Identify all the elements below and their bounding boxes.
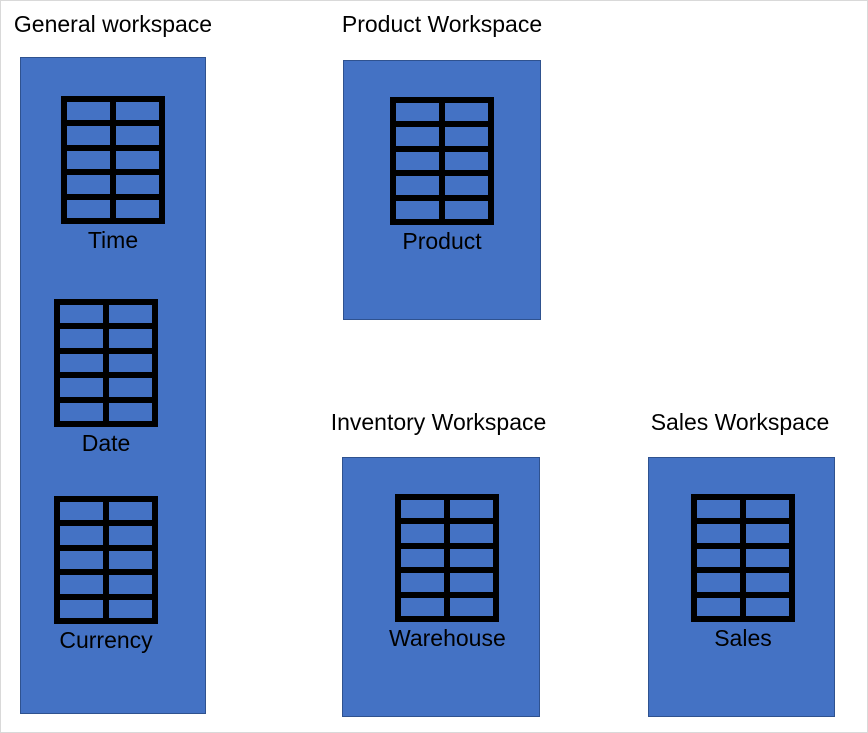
table-cell: [697, 500, 740, 519]
table-icon: [54, 299, 158, 427]
table-cell: [60, 550, 103, 570]
entity-warehouse-label: Warehouse: [389, 625, 506, 651]
table-cell: [109, 575, 152, 594]
workspace-inventory[interactable]: Inventory Workspace Warehouse: [319, 407, 558, 717]
table-cell: [109, 353, 152, 373]
table-cell: [697, 524, 740, 543]
table-cell: [60, 329, 103, 348]
workspace-general-title: General workspace: [13, 11, 213, 37]
table-cell: [445, 176, 488, 195]
table-cell: [116, 102, 159, 121]
table-cell: [60, 305, 103, 324]
table-cell: [445, 200, 488, 219]
entity-date-label: Date: [81, 430, 131, 456]
table-cell: [109, 526, 152, 545]
table-cell: [109, 599, 152, 618]
table-cell: [60, 575, 103, 594]
table-cell: [450, 597, 494, 616]
table-cell: [60, 353, 103, 373]
table-cell: [116, 150, 159, 170]
table-cell: [67, 175, 110, 194]
table-cell: [445, 151, 488, 171]
table-cell: [746, 524, 789, 543]
table-cell: [445, 127, 488, 146]
table-cell: [396, 127, 439, 146]
table-cell: [445, 103, 488, 122]
workspace-general[interactable]: General workspace Time: [11, 9, 215, 714]
table-cell: [116, 199, 159, 218]
table-cell: [109, 550, 152, 570]
workspace-inventory-title: Inventory Workspace: [330, 409, 547, 435]
table-icon: [691, 494, 795, 622]
table-cell: [109, 305, 152, 324]
table-cell: [116, 126, 159, 145]
table-cell: [401, 573, 445, 592]
table-cell: [109, 329, 152, 348]
workspace-product[interactable]: Product Workspace Product: [326, 9, 558, 321]
table-cell: [401, 597, 445, 616]
table-cell: [67, 150, 110, 170]
table-cell: [450, 524, 494, 543]
table-cell: [450, 548, 494, 568]
table-cell: [109, 402, 152, 421]
table-cell: [60, 402, 103, 421]
table-cell: [401, 500, 445, 519]
entity-sales[interactable]: Sales: [691, 494, 795, 653]
entity-currency[interactable]: Currency: [54, 496, 158, 655]
table-cell: [396, 176, 439, 195]
workspace-sales-title: Sales Workspace: [650, 409, 830, 435]
table-icon: [390, 97, 494, 225]
entity-date[interactable]: Date: [54, 299, 158, 458]
table-cell: [401, 548, 445, 568]
table-cell: [746, 573, 789, 592]
table-cell: [60, 378, 103, 397]
table-cell: [746, 548, 789, 568]
entity-warehouse[interactable]: Warehouse: [389, 494, 506, 653]
table-cell: [67, 102, 110, 121]
table-icon: [54, 496, 158, 624]
table-cell: [60, 526, 103, 545]
table-cell: [450, 573, 494, 592]
workspace-sales[interactable]: Sales Workspace Sales: [645, 407, 835, 717]
table-cell: [746, 500, 789, 519]
table-cell: [697, 548, 740, 568]
table-cell: [697, 573, 740, 592]
entity-sales-label: Sales: [714, 625, 772, 651]
table-cell: [116, 175, 159, 194]
entity-product[interactable]: Product: [390, 97, 494, 256]
table-cell: [109, 502, 152, 521]
table-cell: [746, 597, 789, 616]
table-cell: [60, 599, 103, 618]
table-cell: [396, 200, 439, 219]
table-cell: [396, 103, 439, 122]
table-icon: [61, 96, 165, 224]
entity-currency-label: Currency: [59, 627, 153, 653]
entity-time[interactable]: Time: [61, 96, 165, 255]
table-cell: [67, 126, 110, 145]
workspace-product-title: Product Workspace: [341, 11, 543, 37]
table-cell: [109, 378, 152, 397]
table-icon: [395, 494, 500, 622]
entity-product-label: Product: [402, 228, 482, 254]
table-cell: [67, 199, 110, 218]
table-cell: [697, 597, 740, 616]
table-cell: [401, 524, 445, 543]
table-cell: [60, 502, 103, 521]
entity-time-label: Time: [87, 227, 139, 253]
table-cell: [396, 151, 439, 171]
table-cell: [450, 500, 494, 519]
